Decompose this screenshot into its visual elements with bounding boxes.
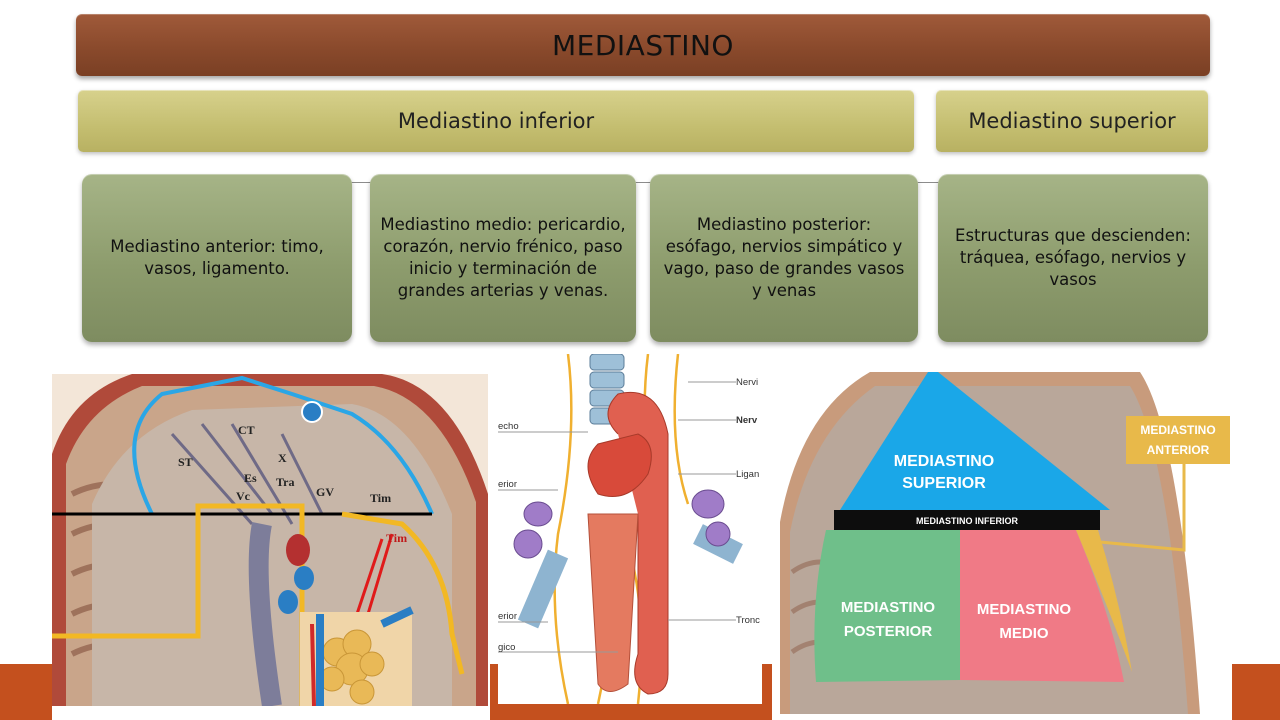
region-label-medio-2: MEDIO [999,625,1049,642]
illustration-mediastino-regions: MEDIASTINO SUPERIOR MEDIASTINO INFERIOR … [780,372,1232,714]
page-title: MEDIASTINO [552,28,734,62]
box-mediastino-posterior: Mediastino posterior: esófago, nervios s… [650,174,918,342]
label-echo: echo [498,421,519,432]
box-text: Mediastino posterior: esófago, nervios s… [663,215,905,300]
label-nervi: Nervi [736,377,758,388]
box-text: Mediastino medio: pericardio, corazón, n… [380,215,626,300]
label-ct: CT [238,423,255,437]
section-mediastino-superior: Mediastino superior [936,90,1208,152]
region-label-posterior-1: MEDIASTINO [841,599,936,616]
box-mediastino-anterior: Mediastino anterior: timo, vasos, ligame… [82,174,352,342]
label-tra: Tra [276,475,294,489]
region-label-anterior-2: ANTERIOR [1147,443,1210,457]
label-tim-1: Tim [370,491,391,505]
region-label-posterior-2: POSTERIOR [844,623,933,640]
label-vc: Vc [236,489,251,503]
label-gv: GV [316,485,334,499]
region-label-superior-2: SUPERIOR [902,475,986,492]
section-label-superior: Mediastino superior [968,109,1176,133]
box-text: Mediastino anterior: timo, vasos, ligame… [110,237,324,278]
label-erior-2: erior [498,611,517,622]
section-mediastino-inferior: Mediastino inferior [78,90,914,152]
box-mediastino-medio: Mediastino medio: pericardio, corazón, n… [370,174,636,342]
label-x: X [278,451,287,465]
thorax-section-image: CT ST X Es Tra Vc GV Tim Tim [52,374,488,706]
region-label-medio-1: MEDIASTINO [977,601,1072,618]
region-label-inferior: MEDIASTINO INFERIOR [916,516,1019,526]
box-text: Estructuras que descienden: tráquea, esó… [955,226,1191,289]
label-gico: gico [498,642,515,653]
label-nerv: Nerv [736,415,758,426]
label-tim-2: Tim [386,531,407,545]
title-bar: MEDIASTINO [76,14,1210,76]
box-estructuras-descienden: Estructuras que descienden: tráquea, esó… [938,174,1208,342]
mediastino-regions-image: MEDIASTINO SUPERIOR MEDIASTINO INFERIOR … [780,372,1232,714]
heart-vessels-image: Nervi Nerv Ligan Tronc echo erior erior … [498,354,762,704]
label-erior-1: erior [498,479,517,490]
region-label-anterior-1: MEDIASTINO [1140,423,1215,437]
illustration-heart-vessels: Nervi Nerv Ligan Tronc echo erior erior … [498,354,762,704]
bottom-strip-left [0,664,52,720]
illustration-thorax-section: CT ST X Es Tra Vc GV Tim Tim [52,374,488,706]
label-ligan: Ligan [736,469,759,480]
label-st: ST [178,455,193,469]
section-label-inferior: Mediastino inferior [397,109,595,133]
bottom-strip-right [1232,664,1280,720]
label-tronc: Tronc [736,615,760,626]
region-label-superior-1: MEDIASTINO [894,453,994,470]
label-es: Es [244,471,257,485]
